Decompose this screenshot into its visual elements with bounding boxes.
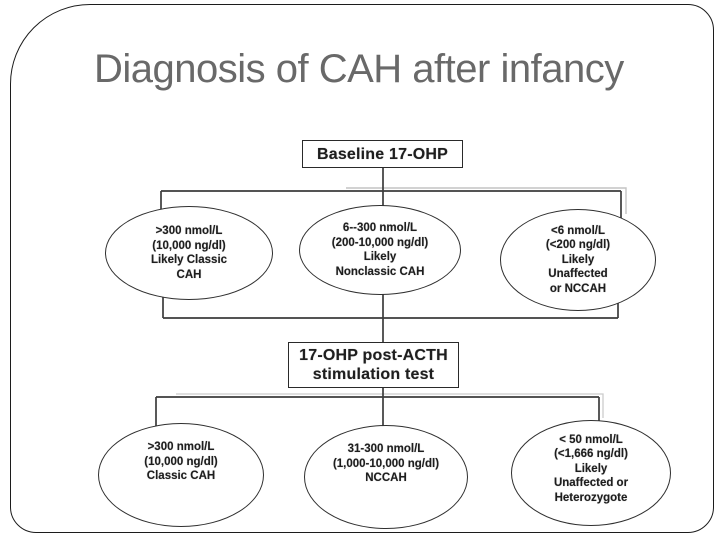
- ellipse-likely-classic-cah: >300 nmol/L (10,000 ng/dl) Likely Classi…: [105, 206, 273, 300]
- ellipse-text-line: (1,000-10,000 ng/dl): [332, 457, 440, 470]
- ellipse-likely-nonclassic-cah: 6--300 nmol/L (200-10,000 ng/dl) Likely …: [299, 205, 461, 295]
- ellipse-text-line: Likely: [574, 462, 608, 475]
- cah-diagnosis-flowchart: Baseline 17-OHP >300 nmol/L (10,000 ng/d…: [11, 5, 720, 540]
- ellipse-text-line: Unaffected or: [553, 477, 629, 490]
- ellipse-text-line: Nonclassic CAH: [335, 265, 425, 278]
- baseline-box-label: Baseline 17-OHP: [316, 145, 449, 163]
- ellipse-text-line: <6 nmol/L: [551, 224, 605, 237]
- ellipse-text-line: >300 nmol/L: [155, 225, 223, 237]
- ellipse-text-line: Likely Classic: [150, 254, 228, 266]
- ellipse-likely-unaffected-or-heterozygote: < 50 nmol/L (<1,666 ng/dl) Likely Unaffe…: [511, 420, 671, 526]
- ellipse-text-line: Classic CAH: [146, 470, 216, 483]
- ellipse-text-line: (10,000 ng/dl): [152, 239, 226, 252]
- ellipse-text-line: Likely: [363, 251, 397, 263]
- ellipse-text-line: (<1,666 ng/dl): [554, 448, 628, 461]
- ellipse-text-line: Heterozygote: [554, 491, 628, 504]
- ellipse-text-line: 31-300 nmol/L: [347, 443, 425, 456]
- ellipse-text-line: 6--300 nmol/L: [342, 222, 418, 234]
- ellipse-text-line: < 50 nmol/L: [559, 433, 623, 446]
- ellipse-text-line: NCCAH: [365, 472, 407, 485]
- flowchart-connector-lines: [155, 168, 627, 429]
- ellipse-text-line: CAH: [176, 268, 202, 281]
- ellipse-likely-unaffected-or-nccah: <6 nmol/L (<200 ng/dl) Likely Unaffected…: [500, 209, 656, 311]
- baseline-17ohp-box: Baseline 17-OHP: [302, 140, 463, 168]
- ellipse-text-line: (<200 ng/dl): [545, 239, 611, 252]
- slide-title: Diagnosis of CAH after infancy: [94, 47, 624, 91]
- ellipse-text-line: Likely: [561, 253, 595, 266]
- ellipse-text-line: (10,000 ng/dl): [144, 455, 218, 468]
- slide-frame: Diagnosis of CAH after infancy: [10, 4, 714, 533]
- ellipse-text-line: or NCCAH: [549, 282, 607, 295]
- stim-box-line: stimulation test: [312, 366, 435, 383]
- ellipse-text-line: Unaffected: [548, 268, 608, 281]
- acth-stimulation-test-box: 17-OHP post-ACTH stimulation test: [288, 342, 459, 388]
- stim-box-line: 17-OHP post-ACTH: [299, 347, 448, 364]
- ellipse-text-line: (200-10,000 ng/dl): [331, 236, 429, 249]
- ellipse-text-line: >300 nmol/L: [147, 441, 215, 454]
- ellipse-classic-cah: >300 nmol/L (10,000 ng/dl) Classic CAH: [98, 423, 264, 527]
- ellipse-nccah: 31-300 nmol/L (1,000-10,000 ng/dl) NCCAH: [304, 425, 468, 529]
